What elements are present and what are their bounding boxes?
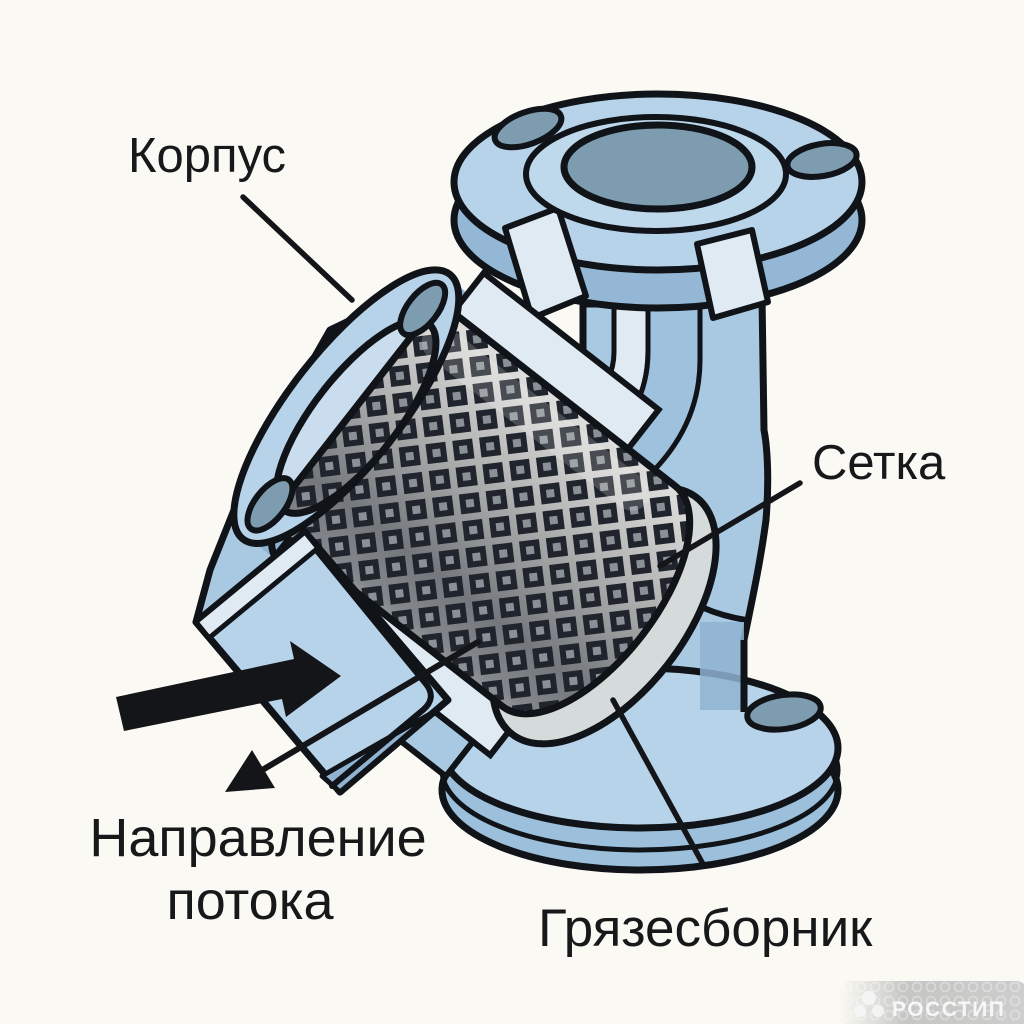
inlet-pipe-bore-line [315, 549, 434, 789]
flow-arrow [116, 641, 341, 731]
label-mesh: Сетка [812, 436, 946, 490]
bottom-neck-shade [700, 622, 744, 710]
top-flange-bore [560, 121, 756, 213]
watermark-logo-icon [854, 991, 884, 1017]
label-flow-line1: Направление [89, 808, 426, 868]
mesh-highlight [421, 324, 650, 511]
flow-direction-pointer [225, 639, 481, 792]
label-flow-line2: потока [166, 871, 334, 931]
top-flange-cut-notch-right [694, 227, 771, 321]
strainer-branch [230, 266, 720, 781]
branch-bolt-hole-lower [244, 475, 296, 534]
watermark: РОССТИП [838, 981, 1024, 1024]
leader-dirt-collector [610, 697, 707, 869]
inlet-pipe-top-edge [193, 529, 321, 641]
top-flange-bolt-hole-right [784, 140, 860, 180]
leader-body [240, 194, 355, 303]
top-flange-bolt-hole-left [491, 105, 565, 151]
bottom-flange-bolt-hole [744, 691, 824, 733]
watermark-text: РОССТИП [892, 998, 1005, 1021]
leader-mesh [657, 480, 803, 569]
label-dirt-collector: Грязесборник [538, 899, 873, 958]
label-body: Корпус [128, 129, 286, 183]
branch-flange-face [230, 266, 463, 547]
top-flange [450, 90, 866, 321]
top-flange-cut-notch-left [502, 205, 589, 321]
mesh-screen-outline [261, 296, 694, 718]
branch-bolt-hole-upper [397, 279, 449, 339]
mesh-screen-pattern [266, 301, 690, 714]
inlet-pipe [192, 528, 452, 796]
